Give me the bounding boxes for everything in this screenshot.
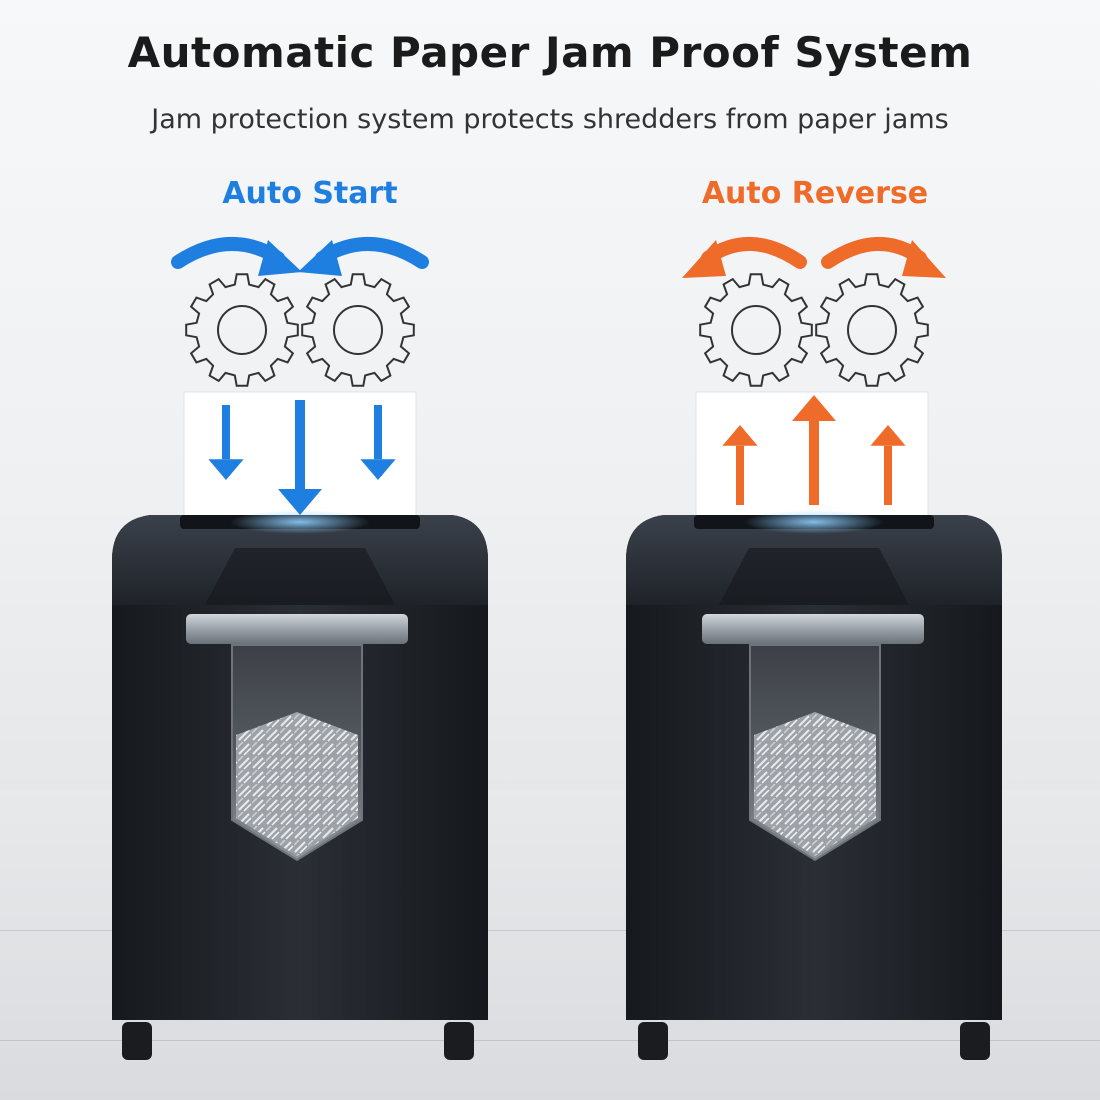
arrow-up-icon: [870, 425, 906, 505]
gears-layer: [185, 273, 929, 387]
floor-seam: [0, 1040, 1100, 1041]
gear-icon: [815, 273, 929, 387]
slot-glow: [744, 510, 884, 534]
arrow-down-icon: [360, 405, 396, 480]
gear-icon: [301, 273, 415, 387]
floor-seam: [0, 930, 1100, 931]
caster-wheel: [122, 1022, 152, 1060]
curved-arrows-outward-icon: [821, 236, 946, 278]
page-subtitle: Jam protection system protects shredders…: [151, 104, 949, 135]
arrows-layer: [171, 236, 946, 515]
curved-arrows-inward-icon: [298, 236, 429, 276]
caster-wheel: [960, 1022, 990, 1060]
page-title: Automatic Paper Jam Proof System: [127, 28, 973, 77]
gear-icon: [699, 273, 813, 387]
shredded-paper: [754, 712, 876, 856]
right-shredder: [626, 391, 1002, 1060]
shredder-handle: [186, 614, 408, 644]
slot-glow: [230, 510, 370, 534]
curved-arrows-inward-icon: [171, 236, 302, 276]
gear-icon: [185, 273, 299, 387]
auto-reverse-label: Auto Reverse: [701, 176, 929, 211]
top-cover-bevel: [205, 548, 395, 605]
arrow-down-icon: [278, 400, 322, 515]
caster-wheel: [638, 1022, 668, 1060]
top-cover-bevel: [719, 548, 909, 605]
arrow-up-icon: [722, 425, 758, 505]
caster-wheel: [444, 1022, 474, 1060]
shredded-paper: [236, 712, 358, 856]
arrow-up-icon: [792, 395, 836, 505]
shredder-handle: [702, 614, 924, 644]
auto-start-label: Auto Start: [222, 176, 398, 211]
curved-arrows-outward-icon: [682, 236, 807, 278]
arrow-down-icon: [208, 405, 244, 480]
